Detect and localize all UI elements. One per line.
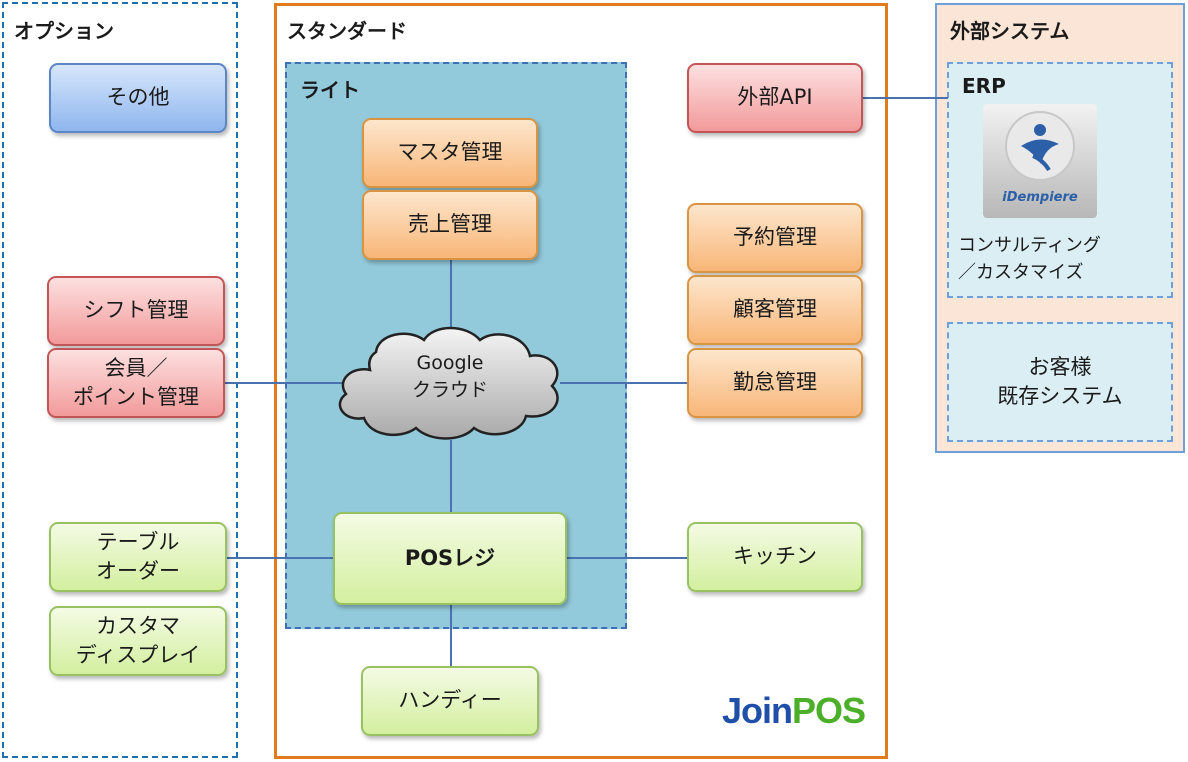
idempiere-logo-text: iDempiere: [1002, 190, 1078, 205]
idempiere-emblem-icon: [1005, 111, 1075, 181]
idempiere-logo: iDempiere: [983, 104, 1097, 218]
connector-member-cloud: [225, 382, 345, 384]
node-customer-display: カスタマ ディスプレイ: [49, 606, 227, 676]
standard-section: [274, 3, 888, 759]
existing-system-box: [947, 322, 1173, 442]
node-member: 会員／ ポイント管理: [47, 348, 225, 418]
node-attendance: 勤怠管理: [687, 348, 863, 418]
node-customer-management: 顧客管理: [687, 275, 863, 345]
connector-table-pos: [227, 557, 335, 559]
lite-section-title: ライト: [300, 78, 360, 102]
node-kitchen: キッチン: [687, 522, 863, 592]
node-pos-register: POSレジ: [333, 512, 567, 605]
joinpos-logo: JoinPOS: [722, 690, 874, 740]
external-section-title: 外部システム: [950, 19, 1070, 43]
connector-pos-handy: [450, 605, 452, 668]
standard-section-title: スタンダード: [287, 19, 407, 43]
node-reservation: 予約管理: [687, 203, 863, 273]
connector-sales-cloud: [450, 260, 452, 330]
cloud-shape: [338, 326, 559, 440]
connector-api-erp: [862, 97, 948, 99]
node-handy: ハンディー: [361, 666, 539, 736]
node-other: その他: [49, 63, 227, 133]
existing-system-label: お客様 既存システム: [997, 354, 1123, 408]
node-sales: 売上管理: [362, 190, 538, 260]
node-external-api: 外部API: [687, 63, 863, 133]
connector-cloud-pos: [450, 440, 452, 515]
erp-section-title: ERP: [962, 74, 1006, 98]
connector-pos-kitchen: [567, 557, 688, 559]
option-section: [2, 2, 238, 758]
joinpos-logo-text: JoinPOS: [722, 690, 866, 732]
joinpos-logo-join: Join: [722, 690, 793, 731]
node-shift: シフト管理: [47, 276, 225, 346]
node-table-order: テーブル オーダー: [49, 522, 227, 592]
consulting-label: コンサルティング ／カスタマイズ: [958, 235, 1101, 283]
option-section-title: オプション: [14, 19, 114, 43]
joinpos-logo-pos: POS: [792, 690, 866, 731]
cloud-label: Google クラウド: [411, 352, 488, 401]
node-master: マスタ管理: [362, 118, 538, 188]
connector-cloud-attendance: [560, 382, 688, 384]
